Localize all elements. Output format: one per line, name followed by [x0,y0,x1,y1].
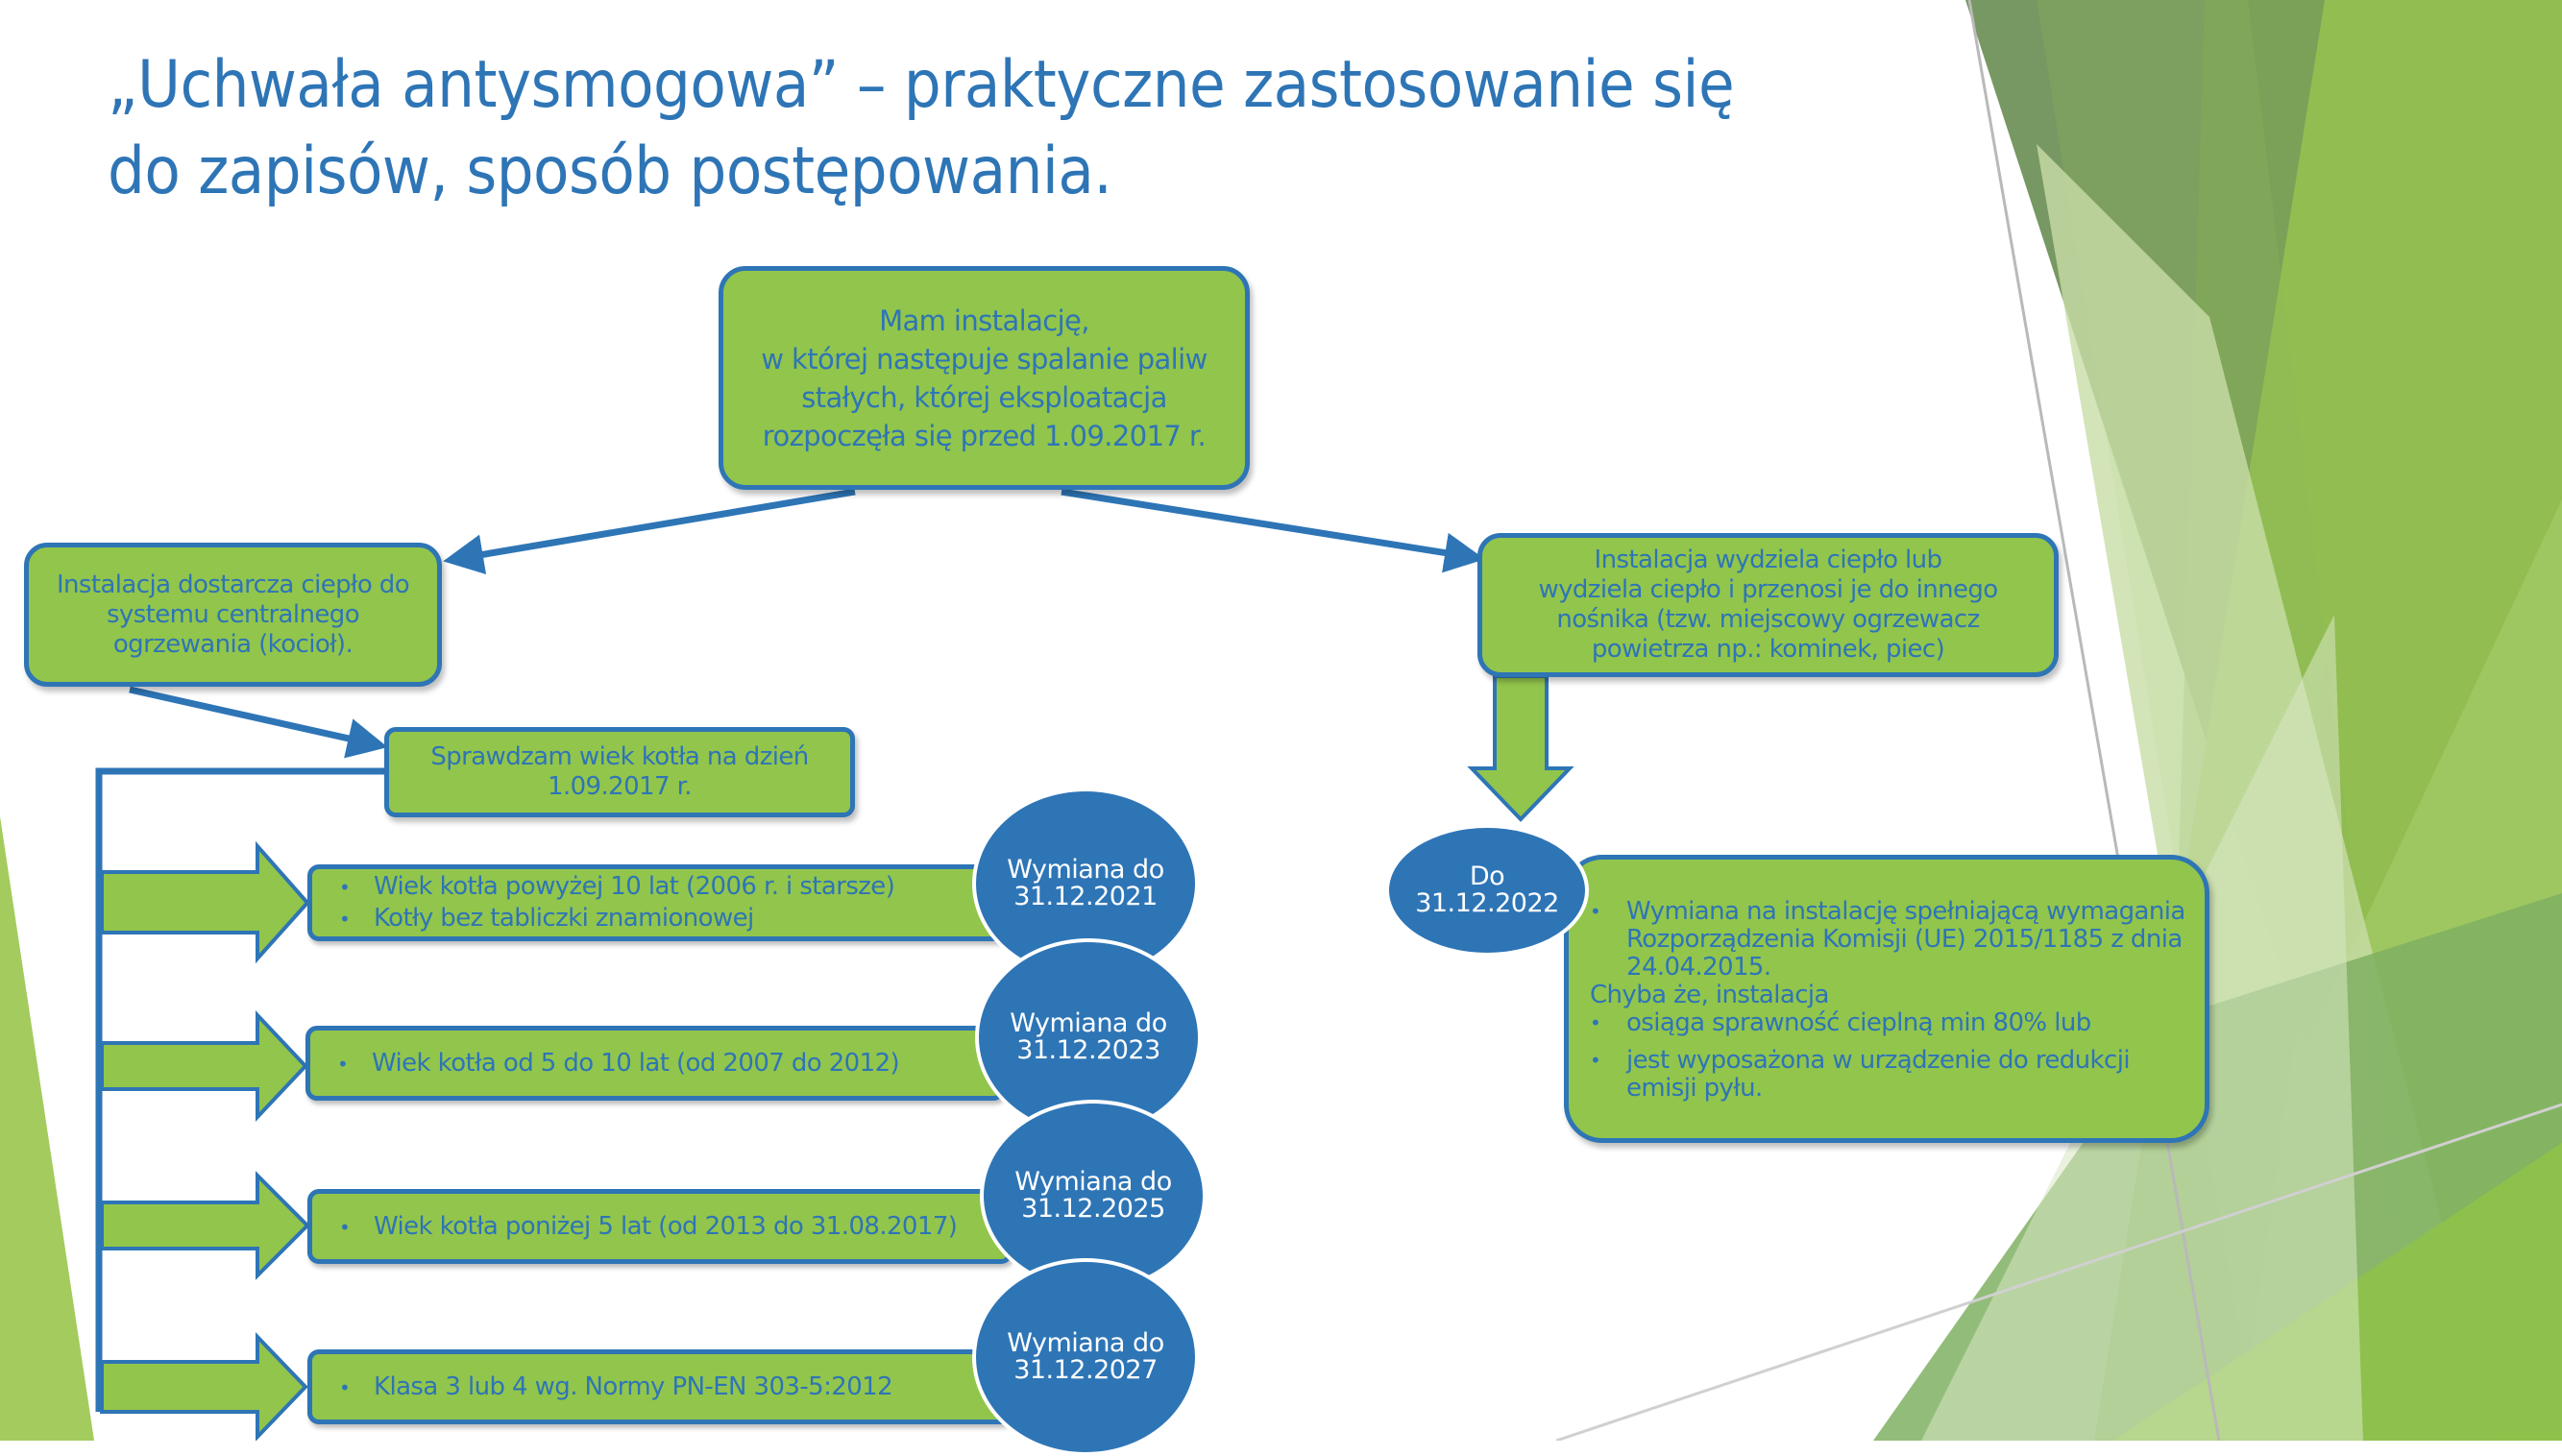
deadline-2023-date: 31.12.2023 [1016,1035,1160,1065]
deadline-2022-label: Do [1469,861,1505,891]
block-arrow-row-4 [100,1332,308,1441]
age-row-3: Wiek kotła poniżej 5 lat (od 2013 do 31.… [307,1189,1013,1264]
deadline-2027-label: Wymiana do [1007,1328,1164,1358]
root-line-3: stałych, której eksploatacja [801,380,1167,414]
age-row-4-item-1: Klasa 3 lub 4 wg. Normy PN-EN 303-5:2012 [339,1371,1008,1403]
deadline-2027-date: 31.12.2027 [1013,1355,1158,1385]
age-row-2: Wiek kotła od 5 do 10 lat (od 2007 do 20… [305,1026,1005,1101]
age-row-1: Wiek kotła powyżej 10 lat (2006 r. i sta… [307,864,1013,941]
arrow-root-to-left [443,488,856,575]
local-heater-box: Instalacja wydziela ciepło lub wydziela … [1477,533,2059,677]
check-age-line-1: Sprawdzam wiek kotła na dzień [430,742,809,771]
slide-title: „Uchwała antysmogowa” – praktyczne zasto… [108,42,1990,215]
root-condition-box: Mam instalację, w której następuje spala… [719,266,1250,490]
arrow-root-to-right [1061,488,1485,573]
right-branch-line-1: Instalacja wydziela ciepło lub [1594,546,1943,574]
unless-label: Chyba że, instalacja [1590,981,1829,1009]
left-branch-line-3: ogrzewania (kocioł). [112,629,354,659]
requirement-bullet-1: Wymiana na instalację spełniającą wymaga… [1590,898,2185,982]
root-line-1: Mam instalację, [879,303,1089,337]
deadline-2022-date: 31.12.2022 [1415,888,1559,918]
deadline-2025-date: 31.12.2025 [1021,1194,1165,1224]
title-line-2: do zapisów, sposób postępowania. [108,133,1112,209]
age-row-1-item-1: Wiek kotła powyżej 10 lat (2006 r. i sta… [339,871,1008,903]
left-branch-line-1: Instalacja dostarcza ciepło do [56,570,410,599]
central-heating-box: Instalacja dostarcza ciepło do systemu c… [24,543,442,687]
title-line-1: „Uchwała antysmogowa” – praktyczne zasto… [108,47,1735,123]
replacement-requirements-box: Wymiana na instalację spełniającą wymaga… [1564,855,2209,1143]
age-row-4: Klasa 3 lub 4 wg. Normy PN-EN 303-5:2012 [307,1349,1013,1424]
block-arrow-row-3 [100,1171,310,1280]
right-branch-line-4: powietrza np.: kominek, piec) [1591,635,1945,664]
age-row-2-item-1: Wiek kotła od 5 do 10 lat (od 2007 do 20… [337,1048,1000,1080]
age-row-3-item-1: Wiek kotła poniżej 5 lat (od 2013 do 31.… [339,1211,1008,1243]
right-branch-line-3: nośnika (tzw. miejscowy ogrzewacz [1556,605,1980,634]
check-age-line-2: 1.09.2017 r. [548,772,693,801]
deadline-2021-date: 31.12.2021 [1013,882,1158,911]
root-line-4: rozpoczęła się przed 1.09.2017 r. [762,419,1207,452]
block-arrow-row-1 [100,840,310,964]
age-bracket-line [95,767,384,1412]
deadline-2025-label: Wymiana do [1014,1167,1172,1197]
deadline-2021-label: Wymiana do [1007,855,1164,885]
deadline-2023-label: Wymiana do [1010,1008,1167,1038]
requirement-bullet-2: osiąga sprawność cieplną min 80% lub [1590,1009,2185,1038]
down-arrow-right [1467,674,1574,822]
left-branch-line-2: systemu centralnego [106,599,360,629]
check-boiler-age-box: Sprawdzam wiek kotła na dzień 1.09.2017 … [384,727,855,817]
requirement-bullet-3: jest wyposażona w urządzenie do redukcji… [1590,1047,2185,1103]
root-line-2: w której następuje spalanie paliw [761,342,1208,376]
arrow-left-to-check [129,686,388,759]
right-branch-line-2: wydziela ciepło i przenosi je do innego [1538,575,1998,604]
age-row-1-item-2: Kotły bez tabliczki znamionowej [339,903,1008,934]
block-arrow-row-2 [100,1009,308,1123]
